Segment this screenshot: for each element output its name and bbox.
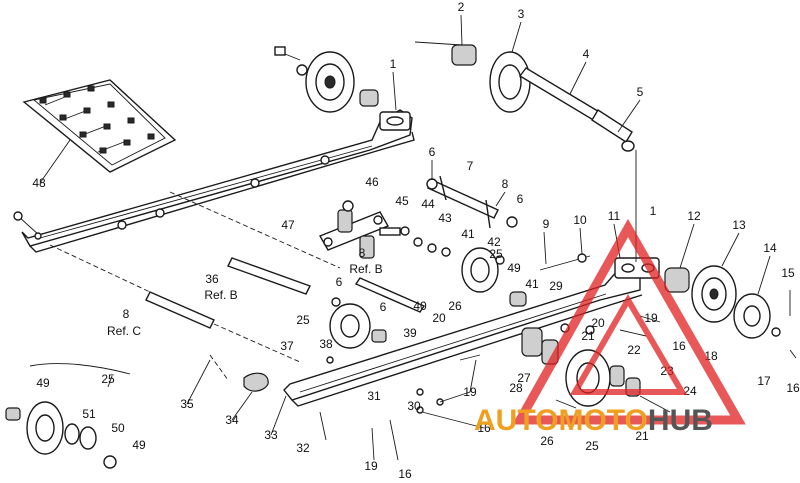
callout-label: 6 bbox=[336, 275, 343, 289]
callout-label: 3 bbox=[518, 7, 525, 21]
callout-label: 35 bbox=[180, 397, 194, 411]
callout-label: 41 bbox=[525, 277, 539, 291]
callout-label: 16 bbox=[477, 421, 491, 435]
callout-label: 6 bbox=[380, 300, 387, 314]
callout-label: 1 bbox=[650, 204, 657, 218]
front-torque-arm bbox=[426, 175, 518, 229]
callout-label: 33 bbox=[264, 428, 278, 442]
callout-label: 4 bbox=[583, 47, 590, 61]
callout-label: Ref. C bbox=[107, 324, 141, 338]
callout-label: 8 bbox=[359, 246, 366, 260]
callout-label: 16 bbox=[672, 339, 686, 353]
callout-label: 15 bbox=[781, 266, 795, 280]
callout-label: 39 bbox=[403, 326, 417, 340]
callout-label: 25 bbox=[585, 439, 599, 453]
callout-label: 13 bbox=[732, 218, 746, 232]
callout-label: 46 bbox=[365, 175, 379, 189]
callout-label: 9 bbox=[543, 217, 550, 231]
upper-slide-rail bbox=[21, 109, 415, 253]
callout-label: 19 bbox=[644, 311, 658, 325]
callout-label: 26 bbox=[448, 299, 462, 313]
hyfax-guide-plate bbox=[22, 79, 177, 173]
callout-label: 24 bbox=[683, 384, 697, 398]
callout-label: 41 bbox=[461, 227, 475, 241]
callout-label: 22 bbox=[627, 343, 641, 357]
fasteners bbox=[13, 211, 661, 461]
lower-left-wheel bbox=[329, 297, 387, 349]
wheel-kit-inset bbox=[5, 363, 131, 469]
leader-lines bbox=[39, 14, 771, 436]
rear-axle-assembly bbox=[451, 44, 635, 152]
callout-label: 47 bbox=[281, 218, 295, 232]
callout-label: 6 bbox=[429, 145, 436, 159]
callout-label: 42 bbox=[487, 235, 501, 249]
callout-label: 21 bbox=[635, 429, 649, 443]
watermark-text-moto: MOTO bbox=[558, 404, 647, 437]
center-link-plate bbox=[318, 200, 451, 259]
callout-label: 7 bbox=[467, 159, 474, 173]
callout-label: 40 bbox=[413, 299, 427, 313]
callout-label: 27 bbox=[517, 371, 531, 385]
callout-label: 5 bbox=[637, 85, 644, 99]
callout-label: 8 bbox=[502, 177, 509, 191]
rear-idler-wheel bbox=[664, 265, 797, 359]
callout-label: 44 bbox=[421, 197, 435, 211]
callout-label: 49 bbox=[36, 376, 50, 390]
automotohub-watermark: AUTOMOTOHUB bbox=[474, 218, 746, 437]
callout-label: 38 bbox=[319, 337, 333, 351]
callout-label: 37 bbox=[280, 339, 294, 353]
callout-label: 50 bbox=[111, 421, 125, 435]
callout-label: 29 bbox=[549, 279, 563, 293]
callout-label: 6 bbox=[517, 192, 524, 206]
callout-label: 30 bbox=[407, 399, 421, 413]
callout-label: 43 bbox=[438, 211, 452, 225]
callout-label: 10 bbox=[573, 213, 587, 227]
callout-label: 11 bbox=[608, 209, 621, 223]
callout-label: 20 bbox=[432, 311, 446, 325]
callout-label: 34 bbox=[225, 413, 239, 427]
svg-text:AUTOMOTOHUB: AUTOMOTOHUB bbox=[474, 404, 713, 437]
callout-label: 1 bbox=[390, 57, 397, 71]
callout-label: 51 bbox=[82, 407, 96, 421]
callout-label: 25 bbox=[489, 247, 503, 261]
callout-label: 19 bbox=[463, 385, 477, 399]
callout-label: 26 bbox=[540, 434, 554, 448]
upper-idler-wheel bbox=[274, 46, 379, 113]
watermark-triangle-icon bbox=[512, 218, 746, 425]
callout-label: 17 bbox=[757, 374, 771, 388]
callout-label: 2 bbox=[458, 0, 465, 14]
callout-label: 28 bbox=[509, 381, 523, 395]
callout-label: 14 bbox=[763, 241, 777, 255]
watermark-inner-triangle-icon bbox=[569, 294, 688, 395]
callout-label: 19 bbox=[364, 459, 378, 473]
callout-label: 31 bbox=[367, 389, 381, 403]
callout-label: 25 bbox=[296, 313, 310, 327]
callout-label: 16 bbox=[398, 467, 412, 481]
callout-label: 21 bbox=[581, 329, 595, 343]
callout-label: 32 bbox=[296, 441, 310, 455]
callout-label: Ref. B bbox=[349, 262, 382, 276]
callout-label: 25 bbox=[101, 372, 115, 386]
callout-label: 12 bbox=[687, 209, 701, 223]
callout-label: 20 bbox=[591, 316, 605, 330]
callout-label: 49 bbox=[507, 261, 521, 275]
watermark-text-hub: HUB bbox=[648, 404, 713, 437]
callout-label: 8 bbox=[123, 307, 130, 321]
callout-label: 48 bbox=[32, 176, 46, 190]
callout-label: 49 bbox=[132, 438, 146, 452]
callout-label: 45 bbox=[395, 194, 409, 208]
callout-label: 36 bbox=[205, 272, 219, 286]
middle-idler-wheel bbox=[461, 247, 527, 307]
watermark-text-auto: AUTO bbox=[474, 404, 558, 437]
callout-label: Ref. B bbox=[204, 288, 237, 302]
cross-shafts bbox=[49, 191, 426, 363]
callout-label: 16 bbox=[786, 381, 800, 395]
